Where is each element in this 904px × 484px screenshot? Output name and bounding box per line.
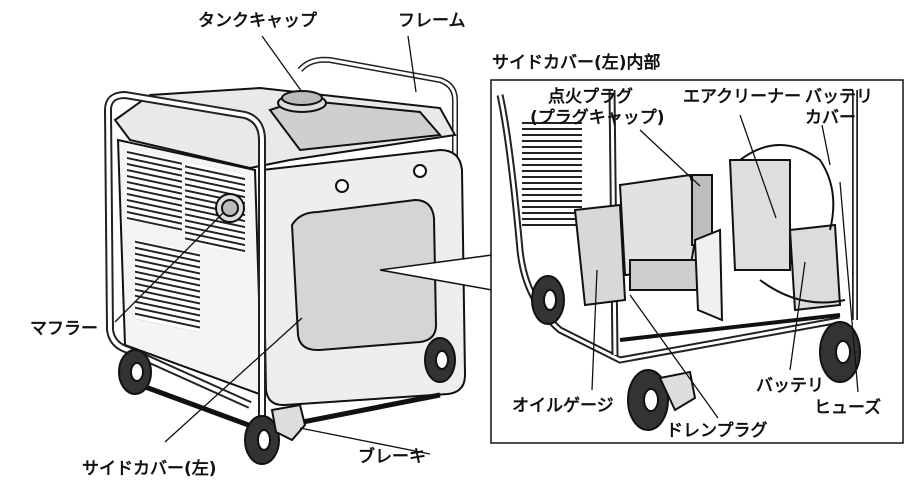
label-drain-plug: ドレンプラグ bbox=[666, 421, 768, 441]
label-muffler: マフラー bbox=[30, 319, 98, 339]
label-spark-plug-2: (プラグキャップ) bbox=[530, 108, 665, 128]
label-fuse: ヒューズ bbox=[814, 398, 882, 418]
label-brake: ブレーキ bbox=[358, 447, 426, 467]
label-tank-cap: タンクキャップ bbox=[198, 11, 317, 31]
label-frame: フレーム bbox=[398, 11, 466, 31]
label-side-cover-left: サイドカバー(左) bbox=[82, 459, 217, 479]
label-inset-title: サイドカバー(左)内部 bbox=[492, 53, 661, 73]
label-battery: バッテリ bbox=[756, 376, 824, 396]
label-air-cleaner: エアクリーナー bbox=[683, 87, 802, 107]
leader-lines bbox=[114, 35, 859, 455]
label-spark-plug-1: 点火プラグ bbox=[548, 87, 633, 107]
inset-drawing bbox=[496, 89, 861, 431]
label-oil-gauge: オイルゲージ bbox=[512, 396, 614, 416]
label-battery-cover-2: カバー bbox=[805, 108, 856, 128]
generator-body bbox=[104, 56, 493, 465]
label-battery-cover-1: バッテリ bbox=[805, 87, 873, 107]
